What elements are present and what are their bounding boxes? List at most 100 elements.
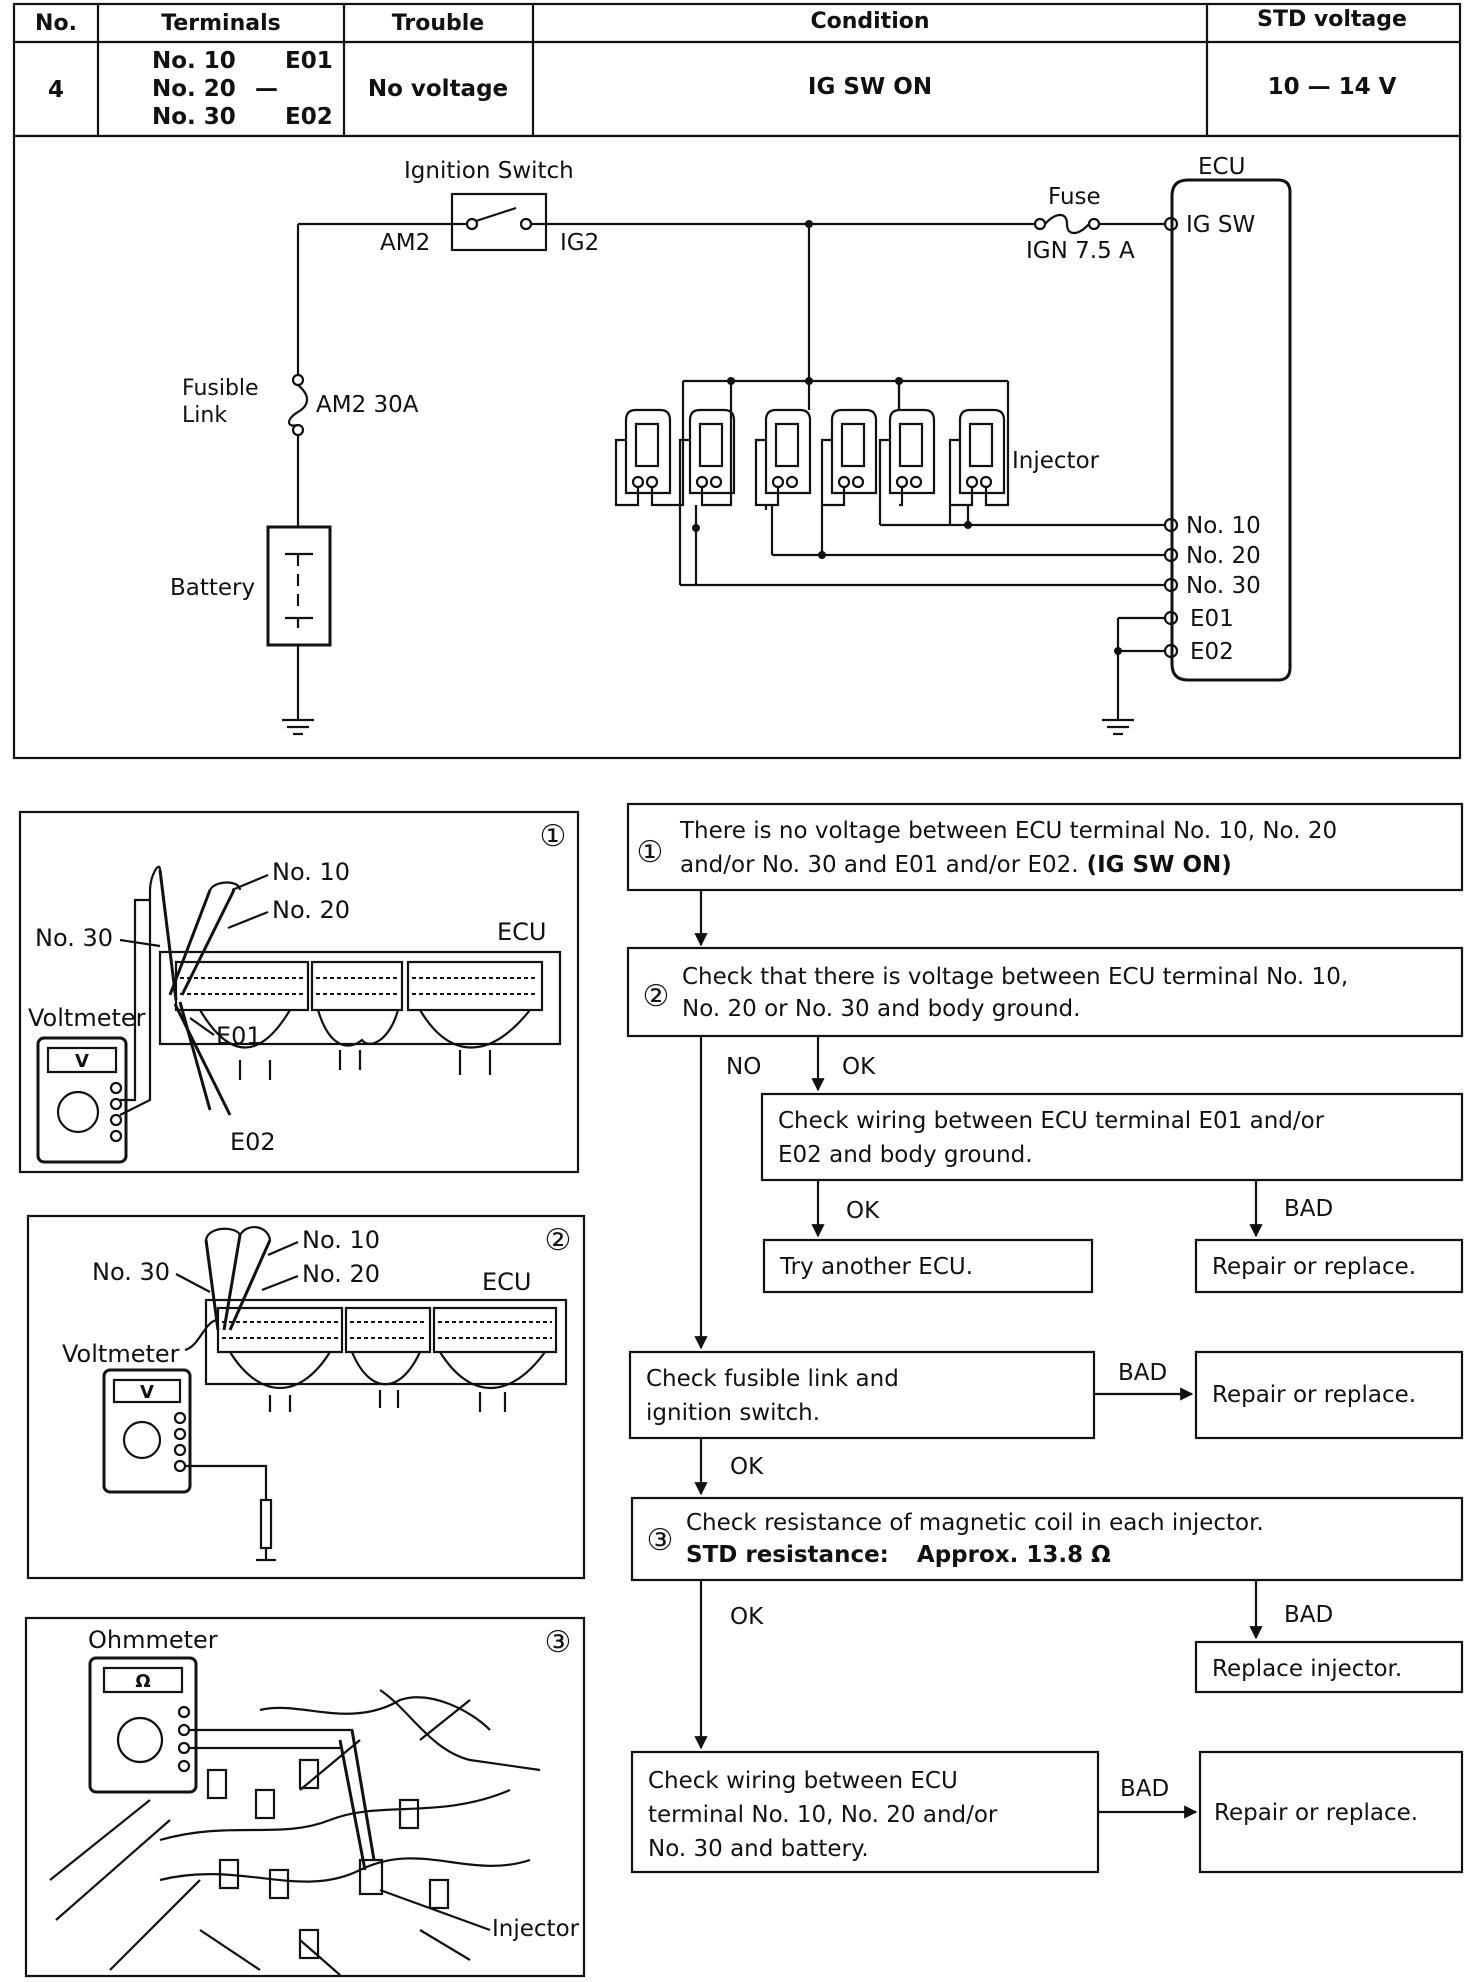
fig3-ohmmeter-icon: Ω bbox=[88, 1656, 198, 1794]
fig3-injector-sketch bbox=[206, 1758, 450, 1960]
fig1-voltmeter-label: Voltmeter bbox=[28, 1004, 146, 1032]
injector-3 bbox=[754, 408, 812, 507]
ecu-terminal-e02: E02 bbox=[1190, 639, 1234, 665]
replace-injector-text: Replace injector. bbox=[1212, 1656, 1402, 1682]
fusible-link-label-1: Fusible bbox=[182, 376, 259, 401]
step3-bad-label: BAD bbox=[1284, 1602, 1333, 1628]
condition-value: IG SW ON bbox=[808, 74, 932, 100]
fig1-e02: E02 bbox=[230, 1128, 276, 1156]
flow-check-e01-e02: Check wiring between ECU terminal E01 an… bbox=[760, 1092, 1464, 1182]
fusible-bad-label: BAD bbox=[1118, 1360, 1167, 1386]
fig3-ohmmeter-label: Ohmmeter bbox=[88, 1626, 218, 1654]
fig1-ecu-connector bbox=[158, 950, 562, 1080]
wiring-line3: No. 30 and battery. bbox=[648, 1836, 869, 1862]
terminal-no10: No. 10 bbox=[152, 48, 236, 74]
step1-line1: There is no voltage between ECU terminal… bbox=[679, 818, 1337, 844]
terminal-e02: E02 bbox=[285, 104, 333, 130]
fig3-injector-label: Injector bbox=[492, 1916, 580, 1942]
step2-number: ② bbox=[643, 979, 670, 1014]
check-e-bad-label: BAD bbox=[1284, 1196, 1333, 1222]
repair-1-text: Repair or replace. bbox=[1212, 1254, 1416, 1280]
step3-number: ③ bbox=[647, 1523, 674, 1558]
fig2-voltmeter-label: Voltmeter bbox=[62, 1340, 180, 1368]
wiring-line1: Check wiring between ECU bbox=[648, 1768, 958, 1794]
fig2-no10: No. 10 bbox=[302, 1226, 380, 1254]
flow-try-another-ecu: Try another ECU. bbox=[762, 1238, 1094, 1294]
header-condition: Condition bbox=[810, 9, 929, 34]
circuit-diagram: Ignition Switch AM2 IG2 Fuse IGN 7.5 A E… bbox=[12, 134, 1462, 760]
spec-table: No. Terminals Trouble Condition STD volt… bbox=[12, 2, 1462, 138]
fuse-rating: IGN 7.5 A bbox=[1026, 238, 1135, 264]
step3-std-label: STD resistance: bbox=[686, 1542, 889, 1568]
fusible-ok-label: OK bbox=[730, 1454, 764, 1480]
fig2-no20: No. 20 bbox=[302, 1260, 380, 1288]
fusible-link-symbol bbox=[287, 373, 309, 527]
step3-ok-label: OK bbox=[730, 1604, 764, 1630]
ecu-terminal-no10: No. 10 bbox=[1186, 513, 1261, 539]
ecu-terminal-no20: No. 20 bbox=[1186, 543, 1261, 569]
ignition-switch-label: Ignition Switch bbox=[404, 158, 574, 184]
ecu-terminal-e01: E01 bbox=[1190, 606, 1234, 632]
try-ecu-text: Try another ECU. bbox=[779, 1254, 973, 1280]
step2-line1: Check that there is voltage between ECU … bbox=[682, 964, 1348, 990]
flow-repair-2: Repair or replace. bbox=[1194, 1350, 1464, 1440]
step3-line1: Check resistance of magnetic coil in eac… bbox=[686, 1510, 1264, 1536]
fig2-ecu: ECU bbox=[482, 1268, 532, 1296]
fig2-meter-symbol: V bbox=[140, 1382, 154, 1403]
flow-check-wiring-battery: Check wiring between ECU terminal No. 10… bbox=[630, 1750, 1100, 1874]
check-e-line2: E02 and body ground. bbox=[778, 1142, 1033, 1168]
fuse-label: Fuse bbox=[1048, 184, 1101, 210]
fusible-line1: Check fusible link and bbox=[646, 1366, 899, 1392]
row-no: 4 bbox=[48, 77, 64, 103]
fuse-symbol bbox=[1033, 213, 1101, 235]
ecu-box bbox=[1170, 178, 1292, 682]
ecu-ig-sw-terminal: IG SW bbox=[1186, 212, 1255, 238]
terminal-no20: No. 20 bbox=[152, 76, 236, 102]
am2-label: AM2 bbox=[380, 230, 430, 256]
ecu-label: ECU bbox=[1198, 154, 1245, 180]
fig1-no30: No. 30 bbox=[35, 924, 113, 952]
step1-line2: and/or No. 30 and E01 and/or E02.(IG SW … bbox=[680, 852, 1232, 878]
terminal-no30: No. 30 bbox=[152, 104, 236, 130]
flow-repair-1: Repair or replace. bbox=[1194, 1238, 1464, 1294]
fig1-voltmeter-icon: V bbox=[36, 1036, 128, 1164]
fusible-link-rating: AM2 30A bbox=[316, 392, 419, 418]
ecu-ground-symbol bbox=[1102, 718, 1134, 736]
terminal-e01: E01 bbox=[285, 48, 333, 74]
fig1-no10: No. 10 bbox=[272, 858, 350, 886]
fusible-line2: ignition switch. bbox=[646, 1400, 820, 1426]
injector-1 bbox=[614, 408, 685, 507]
header-no: No. bbox=[35, 11, 77, 36]
figure-2-voltmeter-ground: ② No. 10 No. 20 No. 30 ECU Vo bbox=[26, 1214, 586, 1580]
fig2-ecu-connector bbox=[204, 1298, 568, 1412]
header-std-voltage: STD voltage bbox=[1257, 7, 1407, 32]
wiring-bad-label: BAD bbox=[1120, 1776, 1169, 1802]
injector-2 bbox=[678, 408, 736, 507]
flow-step-2: ② Check that there is voltage between EC… bbox=[626, 946, 1464, 1038]
ig2-label: IG2 bbox=[560, 230, 599, 256]
fig3-meter-symbol: Ω bbox=[135, 1671, 150, 1692]
std-voltage-value: 10 — 14 V bbox=[1268, 74, 1397, 100]
ignition-switch bbox=[450, 192, 548, 252]
figure-3-ohmmeter-injector: ③ Ohmmeter Ω bbox=[24, 1616, 586, 1978]
header-terminals: Terminals bbox=[161, 11, 280, 36]
check-e-ok-label: OK bbox=[846, 1198, 880, 1224]
ecu-terminal-no30: No. 30 bbox=[1186, 573, 1261, 599]
flow-check-fusible-link: Check fusible link and ignition switch. bbox=[628, 1350, 1096, 1440]
fig2-no30: No. 30 bbox=[92, 1258, 170, 1286]
figure-1-number: ① bbox=[540, 819, 567, 854]
terminal-dash: — bbox=[255, 76, 278, 102]
header-trouble: Trouble bbox=[392, 11, 484, 36]
battery-label: Battery bbox=[170, 575, 255, 601]
fig3-engine-sketch bbox=[49, 1689, 541, 1976]
fusible-link-label-2: Link bbox=[182, 403, 227, 428]
injector-label: Injector bbox=[1012, 448, 1100, 474]
injector-5 bbox=[878, 408, 936, 507]
step1-number: ① bbox=[637, 835, 664, 870]
step2-ok-label: OK bbox=[842, 1054, 876, 1080]
fig1-e01: E01 bbox=[216, 1022, 262, 1050]
step2-line2: No. 20 or No. 30 and body ground. bbox=[682, 996, 1080, 1022]
figure-2-number: ② bbox=[545, 1223, 572, 1258]
figure-3-number: ③ bbox=[545, 1625, 572, 1660]
trouble-value: No voltage bbox=[368, 76, 508, 102]
